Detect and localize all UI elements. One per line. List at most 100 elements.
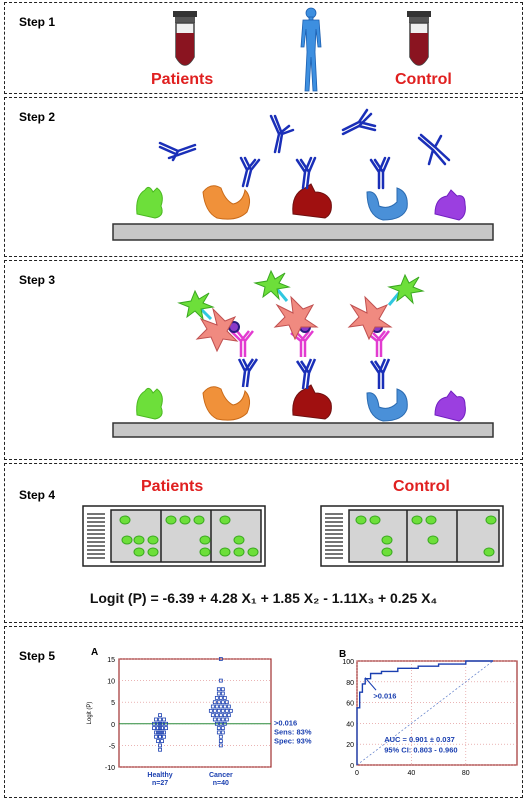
step3-label: Step 3 [19,273,56,287]
chart-a-point [158,743,162,748]
step2-graphics [112,108,494,241]
antigen-orange [202,185,251,220]
chart-a-annotation: >0.016 [274,719,297,728]
chart-b-roc-curve [356,660,493,765]
chart-a-xtick: Cancer [209,772,233,779]
fluorophore-icon [387,273,425,305]
patients-label: Patients [141,478,204,495]
antigen-blue [366,187,408,221]
antibody-free-3-icon [341,108,377,136]
chart-a-point [218,678,223,683]
chart-a-point [152,721,156,726]
chart-a-frame [118,658,272,768]
control-label: Control [395,71,452,88]
chart-a-ytick: 5 [111,700,115,707]
chart-a-point [158,721,162,726]
chart-a-point [226,713,231,718]
plate-surface [112,422,494,438]
chart-a-point [218,734,223,739]
chart-a-point [216,708,221,713]
patients-tube-icon [173,11,197,66]
chart-a-point [158,717,162,722]
chart-a-point [160,721,164,726]
chart-b-ytick: 80 [346,680,354,687]
chart-a-ylabel: Logit (P) [87,702,93,725]
antibody-bound-3-icon [369,156,391,190]
chart-a-point [220,708,225,713]
detection-complex-2 [253,269,319,390]
chart-a-point [208,708,213,713]
streptavidin-icon [273,295,319,341]
patients-label: Patients [151,71,214,88]
human-body-icon [300,7,322,92]
chart-a-xtick: Healthy [147,772,172,779]
chart-a-point [158,734,162,739]
chart-a-point [222,695,227,700]
chart-a-point [216,726,221,731]
chart-a-point [212,717,217,722]
step1-label: Step 1 [19,15,56,29]
chart-a-point [218,713,223,718]
chart-a-point [220,691,225,696]
chart-a-point [216,730,221,735]
chart-a-point [218,721,223,726]
chart-b-threshold-label: >0.016 [373,691,396,700]
fluorophore-icon [177,289,215,321]
chart-a-point [160,739,164,743]
antigen-blue [366,388,408,422]
step3-panel: Step 3 [4,260,523,460]
plate-surface [112,223,494,241]
chart-a-point [222,704,227,709]
chart-a-point [156,739,160,743]
chart-a-point [164,726,168,731]
chart-a-point [154,717,158,722]
chart-b-label: B [339,649,346,660]
chart-b-xtick: 80 [462,770,470,777]
antigen-purple [434,390,466,422]
antibody-free-1-icon [158,141,197,162]
chart-a-ytick: -10 [105,765,115,772]
chart-a-point [210,713,215,718]
microarray-slides [82,505,504,567]
chart-b-diagonal [356,660,494,766]
detection-complex-1 [177,289,259,388]
step1-graphics [173,7,431,92]
chart-a-point [212,700,217,705]
chart-a-point [162,734,166,739]
chart-a-point [152,726,156,731]
chart-a-point [218,743,223,748]
chart-b-arrow [364,677,377,691]
chart-b-ytick: 20 [346,742,354,749]
chart-b-ci-label: 95% CI: 0.803 - 0.960 [384,746,457,755]
chart-a-point [164,721,168,726]
chart-b-ytick: 0 [350,763,354,770]
chart-a-point [218,739,223,743]
chart-a-xtick-n: n=27 [152,780,168,787]
chart-a-xtick-n: n=40 [213,780,229,787]
chart-a-annotation: Spec: 93% [274,737,312,746]
chart-a-point [228,708,233,713]
step4-panel: Step 4 Patients Control [4,463,523,623]
chart-a-point [154,730,158,735]
step5-label: Step 5 [19,649,56,663]
control-slide [320,505,504,567]
antigen-darkred [292,183,332,219]
chart-a-point [158,747,162,752]
antigen-green [136,186,163,219]
antibody-free-2-icon [269,114,295,154]
chart-a-point [158,713,162,718]
chart-b-ytick: 100 [342,659,354,666]
chart-b-auc-label: AUC = 0.901 ± 0.037 [384,735,455,744]
chart-a-point [214,721,219,726]
chart-a-point [156,721,160,726]
chart-a-point [218,695,223,700]
chart-a-point [212,708,217,713]
antibody-bound-1-icon [239,156,261,188]
control-tube-icon [407,11,431,66]
step2-label: Step 2 [19,110,56,124]
chart-a-point [156,726,160,731]
detection-complex-3 [347,273,425,389]
patients-slide [82,505,266,567]
chart-a-point [220,687,225,692]
chart-b-ytick: 60 [346,701,354,708]
